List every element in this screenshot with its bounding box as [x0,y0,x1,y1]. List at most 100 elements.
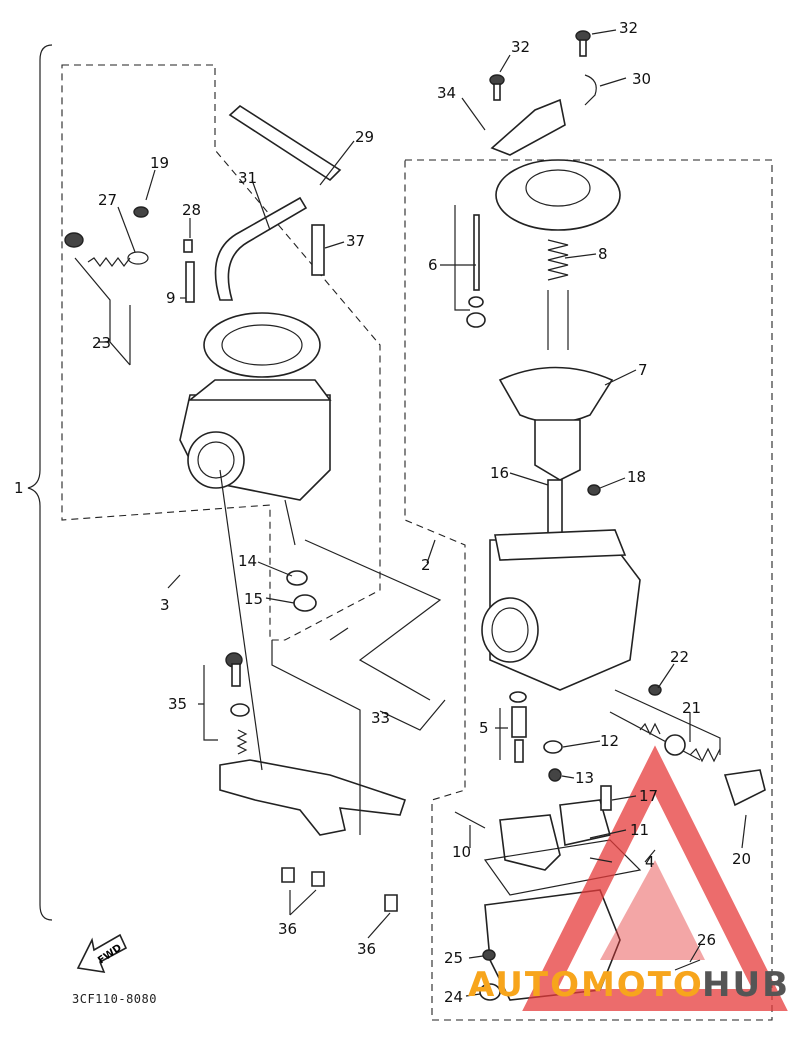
callout-3: 3 [160,596,170,614]
spring-21 [689,747,721,763]
screw-25 [482,949,496,961]
piston-7 [534,419,581,481]
callout-11: 11 [630,821,650,839]
bolt-32b-shaft [579,39,587,57]
callout-17: 17 [639,787,659,805]
pilot-screw-21 [609,711,701,761]
leader-lines [219,469,442,835]
gasket-4 [483,839,642,896]
callout-35: 35 [168,695,188,713]
washer-14 [286,570,308,586]
diaphragm-7 [498,366,614,424]
fwd-arrow-icon [76,933,128,974]
callout-24: 24 [444,988,464,1006]
watermark-text-primary: AUTOMOTO [468,965,704,1005]
float-11 [499,814,561,871]
callout-23: 23 [92,334,112,352]
callout-28: 28 [182,201,202,219]
needle-6 [473,214,480,291]
assembly-2-outline [404,159,773,1021]
group-1-bracket [27,44,53,921]
watermark-logo [522,745,788,1011]
bolt-36a [281,867,295,883]
callout-36a: 36 [278,920,298,938]
callout-18: 18 [627,468,647,486]
part-code: 3CF110-8080 [72,992,157,1006]
bolt-36c [384,894,398,912]
carburetor-left-body [179,312,332,501]
washer-12 [543,740,563,754]
nut-15 [293,594,317,612]
callout-5: 5 [479,719,489,737]
callout-29: 29 [355,128,375,146]
jet-5 [514,739,524,763]
washer-21 [664,734,686,756]
pin-28 [183,239,193,253]
throttle-bracket [219,759,407,836]
callout-2: 2 [421,556,431,574]
carburetor-right-body [481,479,641,691]
callout-7: 7 [638,361,648,379]
spring-35 [236,729,248,755]
tube-29 [228,104,342,182]
callout-1: 1 [14,479,24,497]
callout-6: 6 [428,256,438,274]
plug-24 [479,983,501,1001]
callout-10: 10 [452,843,472,861]
vent-tube-31 [214,196,308,301]
callout-4: 4 [645,853,655,871]
callout-9: 9 [166,289,176,307]
screw-35-shaft [231,663,241,687]
washer-35 [230,703,250,717]
callout-15: 15 [244,590,264,608]
ring-5 [509,691,527,703]
assembly-3-outline [61,64,381,641]
plug-23 [64,232,84,248]
callout-22: 22 [670,648,690,666]
needle-valve-17 [600,785,612,811]
cover-8 [495,159,621,231]
float-11b [559,799,612,846]
bolt-36b [311,871,325,887]
callout-21: 21 [682,699,702,717]
callout-8: 8 [598,245,608,263]
callout-25: 25 [444,949,464,967]
ring-6 [468,296,484,308]
jet-13 [548,768,562,782]
callout-26: 26 [697,931,717,949]
callout-20: 20 [732,850,752,868]
callout-32a: 32 [511,38,531,56]
callout-13: 13 [575,769,595,787]
screw-26 [674,959,701,971]
callout-27: 27 [98,191,118,209]
callout-33: 33 [371,709,391,727]
callout-14: 14 [238,552,258,570]
needle-9 [185,261,195,303]
clip-30 [584,74,597,106]
callout-36b: 36 [357,940,377,958]
ring-6b [466,312,486,328]
cover-8-inner [525,169,591,207]
bracket-34 [490,98,566,156]
callout-12: 12 [600,732,620,750]
callout-31: 31 [238,169,258,187]
bolt-32a-shaft [493,83,501,101]
link-rod-14 [284,499,296,546]
watermark-text-secondary: HUB [702,965,790,1005]
callout-16: 16 [490,464,510,482]
screw-19 [133,206,149,218]
spring-23 [87,257,131,267]
spring-8 [547,239,569,350]
pin-10 [454,811,486,829]
callout-30: 30 [632,70,652,88]
screw-18 [587,484,601,496]
clip-27 [127,251,149,265]
screw-33a [329,627,349,641]
callout-32b: 32 [619,19,639,37]
callout-34: 34 [437,84,457,102]
pipe-37 [311,224,325,276]
jet-holder-5 [511,706,527,738]
cap-20 [723,769,766,807]
label-leaders [74,29,747,997]
